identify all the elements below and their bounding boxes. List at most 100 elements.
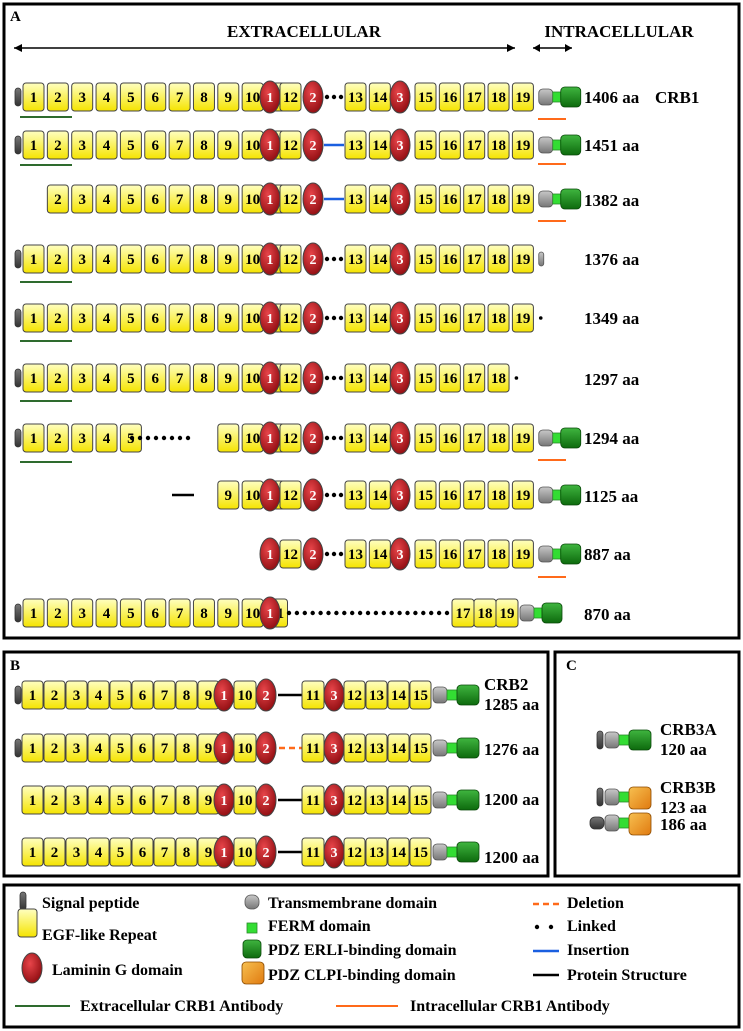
laminin-g-number: 3 — [397, 91, 404, 106]
ferm-domain — [552, 432, 562, 444]
egf-repeat — [511, 480, 534, 510]
linked-dot — [534, 924, 540, 930]
egf-repeat-number: 18 — [491, 192, 506, 208]
egf-repeat — [144, 363, 167, 393]
egf-repeat — [279, 184, 302, 214]
egf-repeat — [438, 480, 461, 510]
panel-c-label: C — [566, 658, 577, 674]
egf-repeat-number: 6 — [152, 371, 160, 387]
ferm-domain — [446, 794, 458, 806]
transmembrane-domain — [538, 190, 554, 208]
egf-repeat-number: 12 — [347, 793, 362, 809]
egf-repeat — [387, 680, 410, 710]
egf-repeat-number: 18 — [491, 488, 506, 504]
egf-repeat-number: 8 — [183, 793, 191, 809]
egf-repeat — [192, 82, 215, 112]
egf-repeat — [46, 130, 69, 160]
egf-repeat — [95, 184, 118, 214]
egf-repeat-number: 6 — [139, 741, 147, 757]
egf-repeat-number: 9 — [225, 488, 233, 504]
egf-repeat — [217, 184, 240, 214]
laminin-g-domain — [389, 182, 411, 216]
egf-repeat-number: 6 — [152, 138, 160, 154]
signal-peptide — [14, 428, 22, 448]
egf-repeat-number: 10 — [238, 845, 253, 861]
linked-dot — [185, 435, 191, 441]
egf-repeat — [495, 598, 519, 628]
signal-peptide — [14, 135, 22, 155]
egf-repeat-number: 12 — [283, 252, 298, 268]
egf-repeat — [168, 244, 191, 274]
egf-repeat — [414, 244, 437, 274]
egf-repeat — [217, 480, 240, 510]
egf-repeat-number: 2 — [51, 741, 59, 757]
egf-repeat-number: 18 — [491, 547, 506, 563]
egf-repeat — [175, 837, 198, 867]
egf-repeat-number: 9 — [225, 90, 233, 106]
egf-repeat-number: 5 — [127, 252, 135, 268]
egf-repeat-number: 8 — [183, 845, 191, 861]
egf-repeat — [22, 244, 45, 274]
egf-repeat-number: 12 — [347, 845, 362, 861]
legend-ferm: FERM domain — [268, 918, 371, 935]
egf-repeat-number: 16 — [442, 431, 458, 447]
egf-repeat — [43, 733, 66, 763]
egf-repeat — [217, 598, 240, 628]
laminin-g-domain — [389, 478, 411, 512]
egf-repeat-number: 19 — [515, 192, 530, 208]
egf-repeat-number: 2 — [54, 431, 62, 447]
egf-repeat — [71, 423, 94, 453]
laminin-g-domain — [255, 731, 277, 765]
legend-laminin-g: Laminin G domain — [52, 962, 183, 979]
egf-repeat-number: 3 — [78, 431, 86, 447]
egf-repeat-number: 12 — [283, 371, 298, 387]
laminin-g-number: 3 — [397, 312, 404, 327]
linked-dot — [389, 610, 394, 616]
egf-repeat-number: 6 — [139, 845, 147, 861]
egf-repeat — [46, 244, 69, 274]
egf-repeat-number: 7 — [161, 688, 169, 704]
legend: Signal peptide EGF-like Repeat Laminin G… — [42, 895, 687, 1015]
egf-repeat-number: 4 — [103, 311, 111, 327]
egf-repeat — [192, 184, 215, 214]
laminin-g-number: 1 — [267, 253, 274, 268]
isoform-name: CRB3B — [660, 778, 716, 797]
egf-repeat-number: 3 — [78, 138, 86, 154]
laminin-g-number: 2 — [310, 139, 317, 154]
panel-a-frame — [2, 2, 741, 640]
isoform-length: 1200 aa — [484, 790, 540, 809]
egf-repeat — [109, 785, 132, 815]
egf-repeat-number: 17 — [467, 371, 483, 387]
egf-repeat — [95, 244, 118, 274]
egf-repeat — [168, 82, 191, 112]
egf-repeat — [65, 733, 88, 763]
laminin-g-number: 1 — [267, 548, 274, 563]
egf-repeat — [344, 303, 367, 333]
legend-insertion: Insertion — [567, 942, 629, 959]
egf-repeat-number: 3 — [78, 371, 86, 387]
egf-repeat — [217, 423, 240, 453]
linked-dot — [421, 610, 426, 616]
egf-repeat — [344, 184, 367, 214]
linked-dot — [334, 610, 339, 616]
egf-repeat-number: 16 — [442, 138, 458, 154]
egf-repeat-number: 10 — [245, 431, 260, 447]
laminin-g-domain — [302, 421, 324, 455]
egf-repeat — [192, 363, 215, 393]
laminin-g-number: 2 — [310, 489, 317, 504]
egf-repeat — [46, 82, 69, 112]
egf-repeat — [22, 82, 45, 112]
linked-dot — [324, 256, 330, 262]
egf-repeat — [168, 363, 191, 393]
egf-repeat — [365, 733, 388, 763]
egf-repeat-number: 7 — [176, 192, 184, 208]
egf-repeat-number: 1 — [29, 845, 37, 861]
egf-repeat — [438, 423, 461, 453]
egf-repeat — [119, 363, 142, 393]
egf-repeat — [109, 837, 132, 867]
egf-repeat — [192, 303, 215, 333]
linked-dot — [357, 610, 363, 616]
egf-repeat-number: 16 — [442, 252, 458, 268]
egf-repeat — [168, 130, 191, 160]
